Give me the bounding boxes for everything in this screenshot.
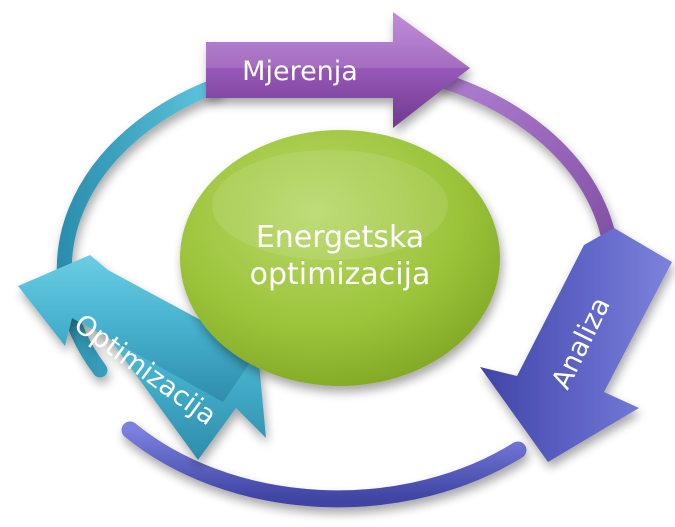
center-label-line2: optimizacija [250, 257, 431, 292]
ring-segment-left [56, 78, 223, 378]
ring-segment-top-right [432, 72, 620, 268]
ring-segment-bottom [121, 421, 527, 508]
center-node: Energetska optimizacija [180, 130, 500, 386]
cycle-ring [56, 72, 620, 508]
step-arrow-analiza: Analiza [480, 228, 672, 462]
step-arrow-mjerenja: Mjerenja [206, 12, 470, 128]
center-label-line1: Energetska [256, 220, 424, 255]
step-label-mjerenja: Mjerenja [242, 56, 358, 87]
